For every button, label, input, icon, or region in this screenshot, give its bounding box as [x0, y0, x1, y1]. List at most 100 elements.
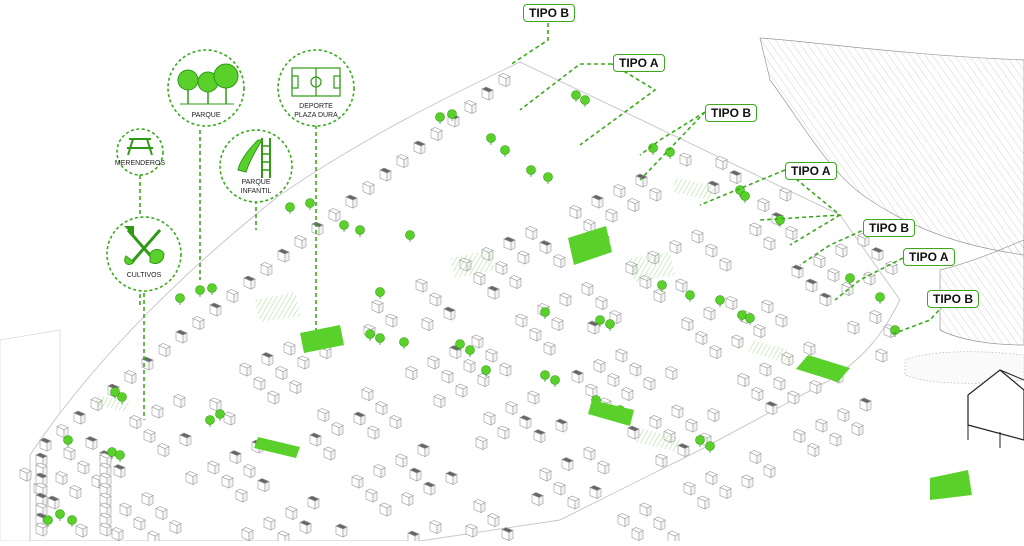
- house-unit: [679, 152, 692, 167]
- house-unit: [379, 502, 392, 517]
- house-unit: [158, 343, 171, 357]
- house-unit: [725, 296, 738, 310]
- house-unit: [515, 313, 528, 328]
- house-unit: [847, 320, 860, 335]
- house-unit: [433, 394, 446, 408]
- house-unit: [763, 236, 776, 251]
- house-unit: [417, 443, 430, 457]
- house-unit: [581, 282, 594, 296]
- house-unit: [773, 376, 786, 391]
- house-unit: [703, 306, 716, 321]
- house-unit: [367, 425, 380, 440]
- barn-building: [967, 369, 1024, 448]
- house-unit: [396, 154, 409, 168]
- housing-type-label: TIPO B: [523, 4, 576, 22]
- house-unit: [353, 411, 366, 426]
- house-unit: [260, 262, 273, 276]
- house-unit: [151, 404, 164, 419]
- house-unit: [829, 432, 842, 447]
- tree: [540, 307, 550, 319]
- house-unit: [441, 369, 454, 384]
- house-unit: [791, 264, 804, 279]
- house-unit: [473, 499, 486, 513]
- amenity-label-line2: INFANTIL: [241, 188, 272, 195]
- house-unit: [77, 460, 90, 475]
- house-unit: [751, 387, 764, 401]
- house-unit: [667, 530, 680, 545]
- house-unit: [863, 271, 876, 286]
- house-unit: [753, 324, 766, 338]
- house-unit: [421, 317, 434, 331]
- house-unit: [677, 443, 690, 457]
- amenity-label-line1: PARQUE: [241, 179, 270, 186]
- tree: [43, 515, 53, 527]
- house-unit: [385, 313, 398, 328]
- tree: [665, 147, 675, 159]
- house-unit: [317, 408, 330, 422]
- house-unit: [719, 257, 732, 272]
- house-unit: [429, 520, 442, 534]
- house-unit: [226, 289, 239, 303]
- house-unit: [351, 474, 364, 489]
- house-unit: [463, 359, 476, 373]
- house-unit: [539, 240, 552, 254]
- house-unit: [157, 443, 170, 457]
- tree: [486, 133, 496, 145]
- house-unit: [69, 485, 82, 499]
- house-unit: [185, 471, 198, 485]
- house-unit: [731, 334, 744, 349]
- house-unit: [481, 86, 494, 101]
- house-unit: [567, 495, 580, 510]
- house-unit: [267, 390, 280, 405]
- house-unit: [297, 355, 310, 370]
- tree: [481, 365, 491, 377]
- house-unit: [277, 248, 290, 263]
- house-unit: [803, 341, 816, 356]
- house-unit: [813, 254, 826, 268]
- house-unit: [527, 390, 540, 405]
- house-unit: [209, 302, 222, 317]
- housing-type-label: TIPO B: [927, 290, 980, 308]
- house-unit: [607, 373, 620, 387]
- crop-field: [748, 340, 790, 362]
- house-unit: [585, 383, 598, 398]
- house-unit: [805, 278, 818, 293]
- tree: [63, 435, 73, 447]
- house-unit: [543, 341, 556, 356]
- tree: [540, 370, 550, 382]
- house-unit: [124, 370, 137, 384]
- house-unit: [119, 502, 132, 517]
- house-unit: [471, 334, 484, 349]
- house-unit: [669, 240, 682, 254]
- house-unit: [583, 446, 596, 461]
- house-unit: [73, 410, 86, 425]
- house-unit: [819, 292, 832, 307]
- green-plaza: [300, 325, 344, 353]
- tree: [365, 329, 375, 341]
- house-unit: [715, 156, 728, 170]
- house-unit: [875, 348, 888, 363]
- house-unit: [55, 471, 68, 485]
- amenity-merenderos: MERENDEROS: [115, 128, 165, 176]
- house-unit: [569, 205, 582, 219]
- tree: [405, 230, 415, 242]
- house-unit: [261, 352, 274, 366]
- crop-field: [672, 178, 714, 200]
- house-unit: [597, 460, 610, 475]
- house-unit: [423, 481, 436, 496]
- house-unit: [827, 268, 840, 282]
- tree: [526, 165, 536, 177]
- house-unit: [129, 415, 142, 429]
- house-unit: [415, 278, 428, 293]
- house-unit: [192, 316, 205, 330]
- house-unit: [503, 236, 516, 251]
- house-unit: [309, 432, 322, 447]
- crop-field: [450, 250, 495, 278]
- house-unit: [294, 235, 307, 249]
- house-unit: [561, 457, 574, 471]
- tree: [375, 333, 385, 345]
- house-unit: [35, 522, 48, 537]
- house-unit: [501, 527, 514, 541]
- house-unit: [485, 348, 498, 363]
- house-unit: [737, 373, 750, 387]
